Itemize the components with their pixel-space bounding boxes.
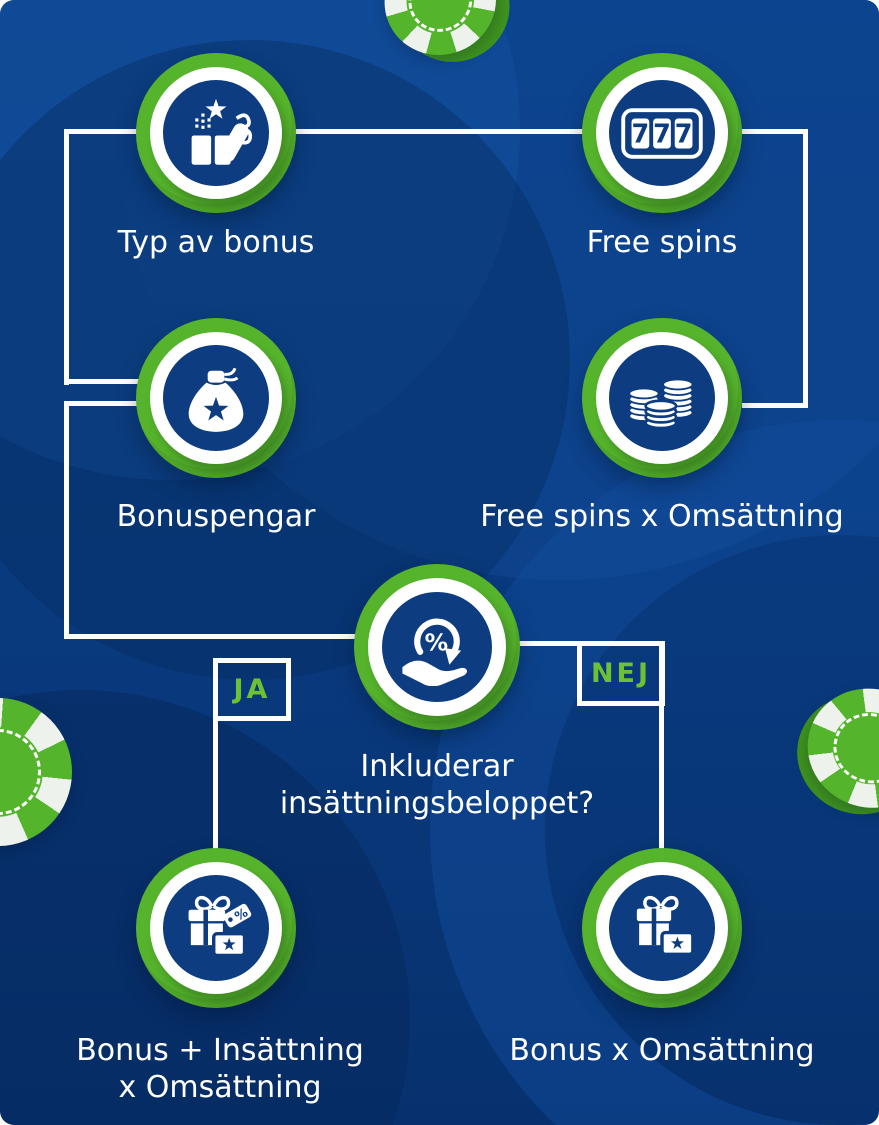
coin-stacks-icon	[628, 378, 694, 430]
node-label-inkluderar: Inkluderar insättningsbeloppet?	[279, 749, 595, 821]
node-circle-typ-av-bonus	[136, 53, 296, 213]
poker-chip-left-icon	[0, 698, 72, 846]
node-circle-bonus-x-omsattning	[582, 848, 742, 1008]
node-circle-free-spins: 7 7 7	[582, 53, 742, 213]
money-bag-icon	[188, 367, 244, 432]
connector-line	[64, 401, 69, 639]
node-circle-bonuspengar	[136, 318, 296, 478]
node-label-free-spins: Free spins	[586, 225, 738, 260]
connector-line	[659, 641, 664, 853]
connector-line	[803, 129, 808, 408]
connector-line	[64, 129, 144, 134]
node-label-bonus-x-omsattning: Bonus x Omsättning	[509, 1033, 815, 1068]
nej-branch-box: NEJ	[577, 641, 665, 706]
percent-hand-icon: %	[402, 618, 467, 686]
connector-line	[290, 129, 590, 134]
gift-card-star-icon	[636, 896, 695, 956]
poker-chip-right-icon	[781, 672, 879, 833]
gift-star-icon	[191, 98, 253, 165]
nej-label: NEJ	[590, 658, 652, 689]
connector-line	[64, 401, 148, 406]
connector-line	[64, 634, 374, 639]
slot-digit: 7	[632, 119, 650, 149]
percent-symbol: %	[425, 628, 449, 656]
poker-chip-top-icon	[368, 0, 528, 82]
connector-line	[64, 379, 148, 384]
ja-branch-box: JA	[213, 658, 291, 721]
node-circle-bonus-plus-insattning: %	[136, 848, 296, 1008]
node-label-bonus-plus-insattning: Bonus + Insättning x Omsättning	[76, 1033, 364, 1105]
slot-777-icon: 7 7 7	[621, 107, 703, 159]
slot-digit: 7	[653, 119, 671, 149]
node-circle-free-spins-x-omsattning	[582, 318, 742, 478]
node-label-bonuspengar: Bonuspengar	[116, 499, 316, 534]
gift-tag-percent-icon: %	[188, 896, 252, 958]
node-label-typ-av-bonus: Typ av bonus	[117, 225, 315, 260]
connector-line	[742, 403, 808, 408]
node-circle-inkluderar: %	[354, 564, 520, 730]
node-label-free-spins-x-omsattning: Free spins x Omsättning	[480, 499, 844, 534]
slot-digit: 7	[675, 119, 693, 149]
connector-line	[64, 129, 69, 385]
ja-label: JA	[233, 674, 271, 705]
